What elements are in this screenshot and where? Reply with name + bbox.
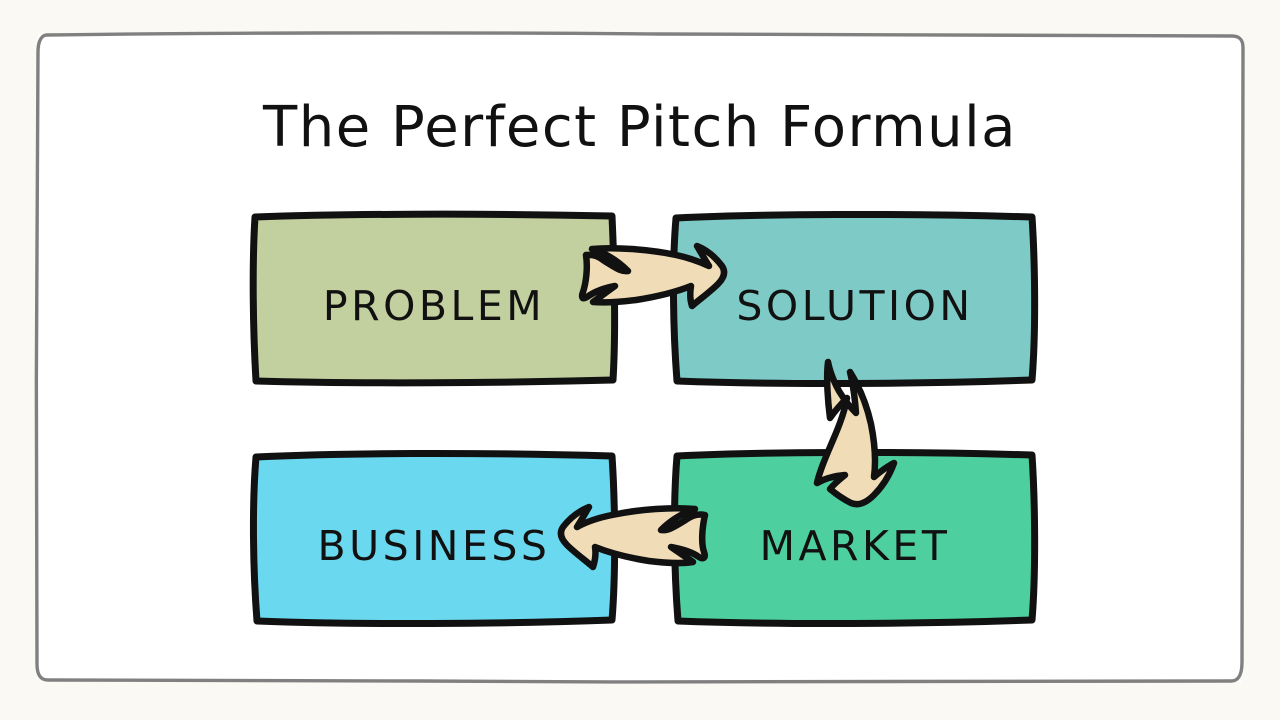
node-business[interactable]: BUSINESS xyxy=(249,449,619,628)
node-solution-label: SOLUTION xyxy=(736,282,973,330)
arrow-problem-to-solution xyxy=(578,242,728,310)
node-problem[interactable]: PROBLEM xyxy=(249,210,619,387)
node-market-fill xyxy=(675,453,1034,623)
arrow-left-glyph xyxy=(557,503,709,571)
slide-frame-border xyxy=(34,31,1246,684)
page-title-text: The Perfect Pitch Formula xyxy=(262,95,1017,160)
node-problem-label: PROBLEM xyxy=(323,282,545,330)
node-business-fill xyxy=(254,454,614,623)
node-market[interactable]: MARKET xyxy=(670,448,1039,628)
node-solution-border xyxy=(669,210,1039,388)
page-title: The Perfect Pitch Formula xyxy=(262,95,1017,160)
arrow-market-to-business xyxy=(557,503,709,571)
node-business-border xyxy=(249,449,619,628)
node-solution-fill xyxy=(674,215,1034,383)
arrow-right-glyph xyxy=(578,242,728,310)
node-solution[interactable]: SOLUTION xyxy=(669,210,1039,388)
arrow-down-glyph xyxy=(813,358,898,508)
node-problem-fill xyxy=(253,214,615,383)
arrow-solution-to-market xyxy=(813,358,898,508)
node-business-label: BUSINESS xyxy=(318,522,551,570)
node-problem-border xyxy=(249,210,619,387)
node-market-label: MARKET xyxy=(760,522,951,570)
